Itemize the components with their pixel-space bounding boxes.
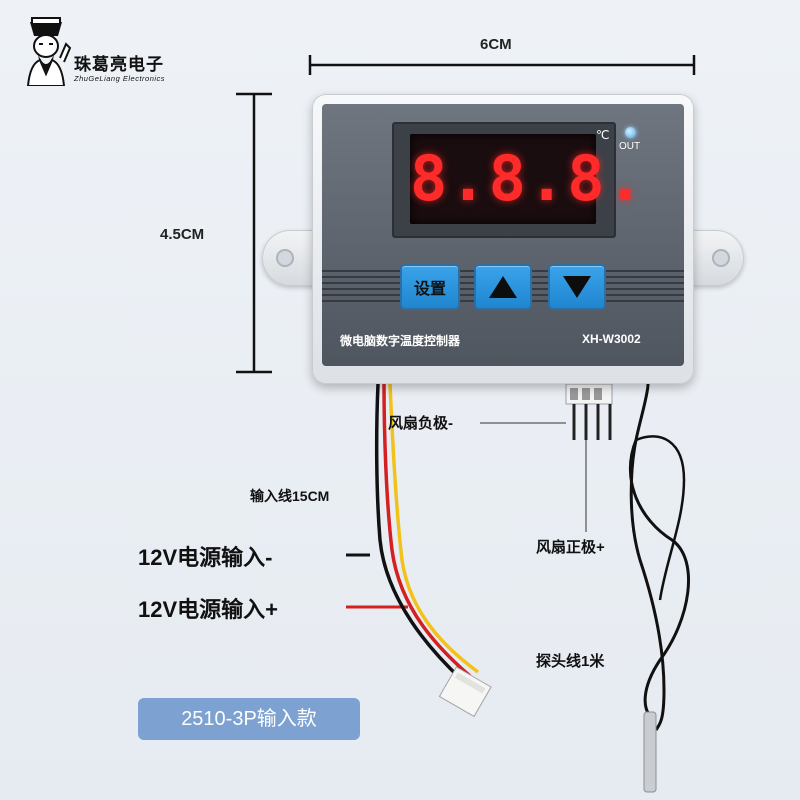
power-positive-label: 12V电源输入+ (138, 597, 278, 622)
led-display (410, 134, 596, 224)
brand-name: 珠葛亮电子 (74, 55, 164, 74)
fan-connector (565, 383, 613, 440)
connector-type-badge: 2510-3P输入款 (138, 698, 360, 740)
down-button[interactable] (550, 266, 604, 308)
out-indicator-led (625, 127, 636, 138)
probe-cable (629, 383, 666, 731)
fan-negative-label: 风扇负极- (388, 415, 453, 432)
power-negative-label: 12V电源输入- (138, 545, 273, 570)
input-wire-label: 输入线15CM (250, 488, 330, 504)
input-connector (438, 666, 492, 718)
brand-logo (20, 14, 72, 87)
led-reading: 8.8.8. (410, 142, 646, 215)
input-wires (374, 383, 480, 682)
up-arrow-icon (489, 276, 517, 298)
height-dimension-line (236, 92, 272, 374)
mounting-hole (276, 249, 294, 267)
width-dimension-label: 6CM (480, 36, 512, 53)
probe-wire-label: 探头线1米 (536, 653, 605, 670)
unit-label: ℃ (596, 128, 610, 142)
model-number: XH-W3002 (582, 332, 641, 346)
mounting-hole (712, 249, 730, 267)
out-indicator-label: OUT (619, 141, 641, 152)
width-dimension-line (308, 55, 696, 75)
set-button[interactable]: 设置 (402, 266, 458, 308)
down-arrow-icon (563, 276, 591, 298)
height-dimension-label: 4.5CM (160, 226, 205, 243)
fan-positive-label: 风扇正极+ (536, 539, 605, 556)
product-name: 微电脑数字温度控制器 (340, 334, 461, 348)
up-button[interactable] (476, 266, 530, 308)
probe-tip (643, 711, 657, 793)
brand-subtitle: ZhuGeLiang Electronics (74, 74, 166, 83)
set-button-label: 设置 (413, 281, 446, 298)
